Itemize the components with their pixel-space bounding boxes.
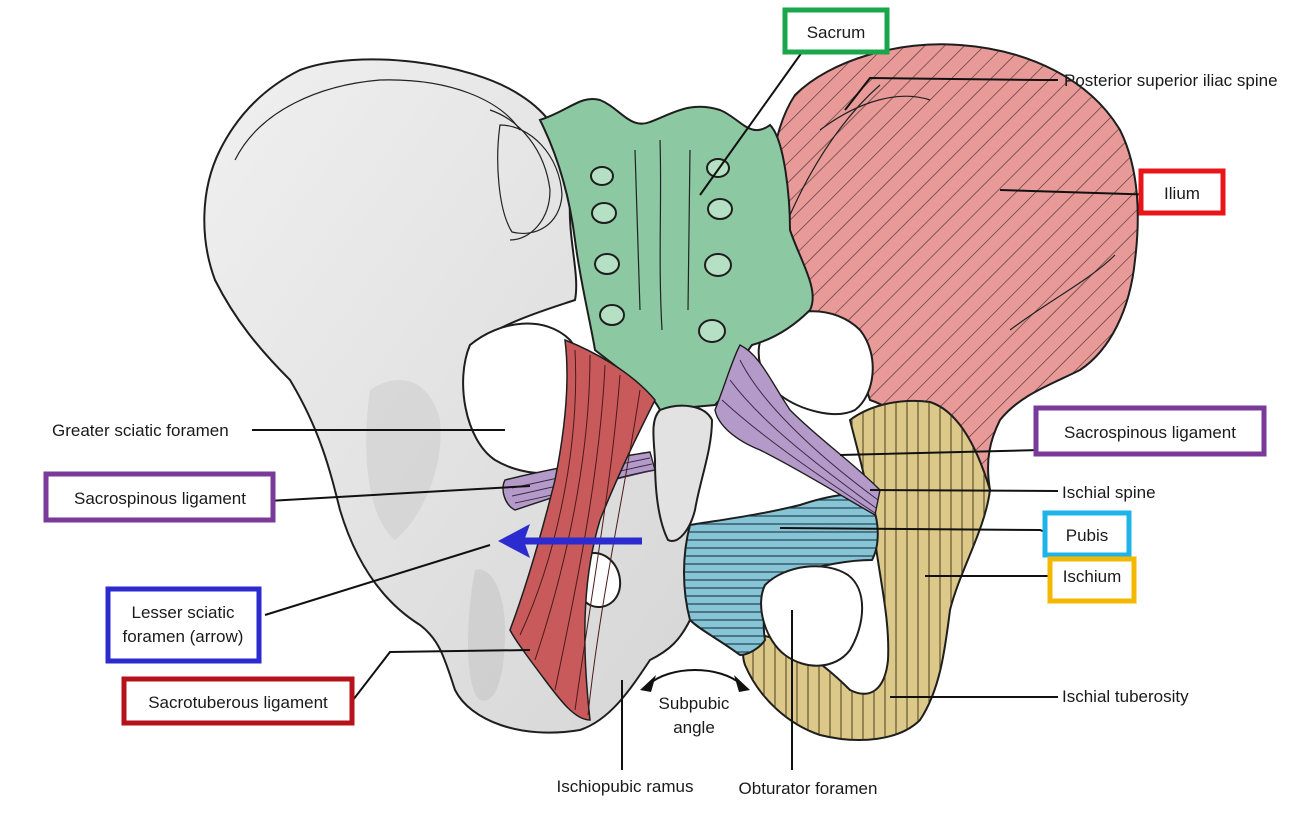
label-subpubic-angle-line1: Subpubic — [659, 694, 730, 713]
sacrospinous-right-highlight-box — [1033, 405, 1267, 457]
label-obturator-foramen: Obturator foramen — [739, 779, 878, 798]
left-arrow-icon — [498, 524, 642, 558]
obturator-foramen-right — [760, 565, 864, 667]
label-lesser-sciatic-foramen-line1: Lesser sciatic — [132, 603, 235, 622]
label-sacrospinous-ligament-left: Sacrospinous ligament — [74, 489, 246, 508]
label-posterior-superior-iliac-spine: Posterior superior iliac spine — [1064, 71, 1278, 90]
sacrum-region — [538, 98, 814, 412]
sacrotuberous-highlight-box — [121, 676, 355, 726]
pubis-highlight-box — [1042, 510, 1132, 558]
label-sacrum: Sacrum — [807, 23, 866, 42]
label-pubis: Pubis — [1066, 526, 1109, 545]
label-sacrotuberous-ligament: Sacrotuberous ligament — [148, 693, 328, 712]
lesser-sciatic-highlight-box — [105, 586, 262, 664]
label-greater-sciatic-foramen: Greater sciatic foramen — [52, 421, 229, 440]
label-lesser-sciatic-foramen-line2: foramen (arrow) — [123, 627, 244, 646]
label-ilium: Ilium — [1164, 184, 1200, 203]
ilium-highlight-box — [1138, 168, 1226, 216]
label-ischial-tuberosity: Ischial tuberosity — [1062, 687, 1189, 706]
label-sacrospinous-ligament-right: Sacrospinous ligament — [1064, 423, 1236, 442]
sacrospinous-ligament-right-shape — [714, 344, 881, 517]
coccyx — [652, 404, 714, 542]
label-subpubic-angle-line2: angle — [673, 718, 715, 737]
leader-lines — [252, 47, 1159, 770]
label-ischium: Ischium — [1063, 567, 1122, 586]
label-ischial-spine: Ischial spine — [1062, 483, 1156, 502]
sacrospinous-left-highlight-box — [43, 471, 276, 523]
label-ischiopubic-ramus: Ischiopubic ramus — [556, 777, 693, 796]
ischium-highlight-box — [1047, 556, 1137, 604]
sacrum-highlight-box — [782, 7, 890, 55]
